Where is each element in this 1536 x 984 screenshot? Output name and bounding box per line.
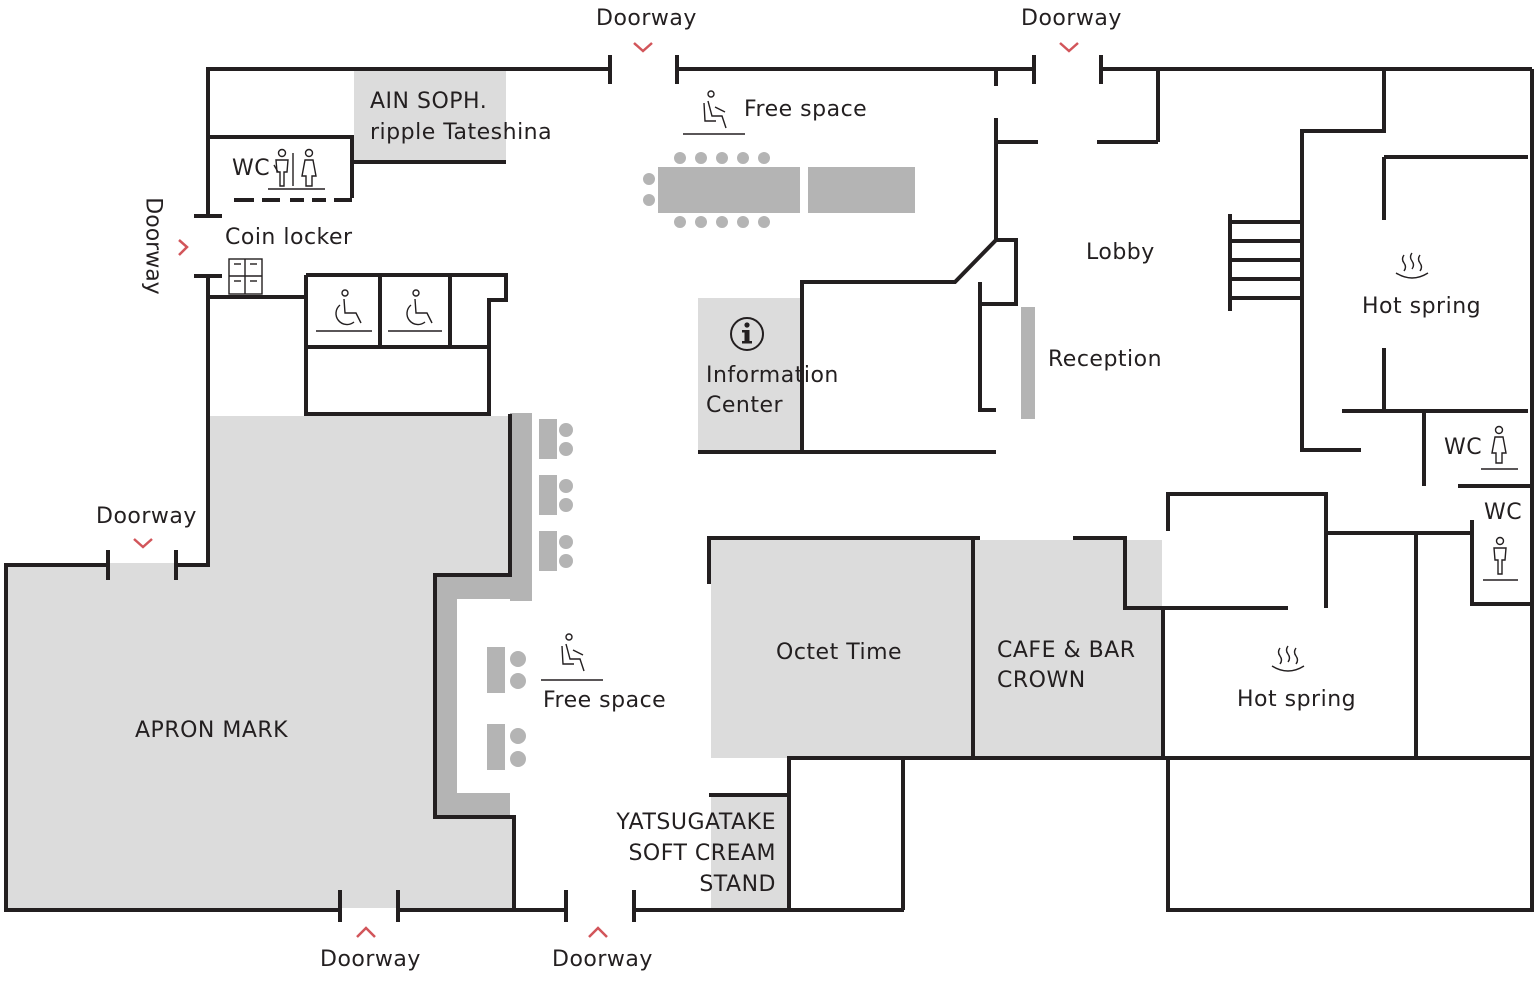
cafe-bar-label-line1: CAFE & BAR [997, 638, 1136, 663]
furniture [435, 152, 1035, 817]
soft-cream-stand-label-line2: SOFT CREAM [628, 841, 776, 866]
hot-spring-label-lower: Hot spring [1237, 687, 1357, 712]
hot-spring-icon [1271, 252, 1429, 672]
coin-locker-label: Coin locker [225, 225, 353, 250]
information-center-label-line1: Information [706, 363, 839, 388]
hot-spring-label-upper: Hot spring [1362, 294, 1482, 319]
octet-time-label: Octet Time [776, 640, 903, 665]
accessible-restroom-icon [316, 289, 442, 332]
cafe-bar-label-line2: CROWN [997, 668, 1086, 693]
soft-cream-stand-label-line1: YATSUGATAKE [616, 810, 776, 835]
information-icon [730, 317, 764, 351]
lobby-label: Lobby [1086, 240, 1155, 265]
restroom-icon [268, 148, 325, 190]
free-space-label-bottom: Free space [543, 688, 667, 713]
wc-label-right-upper: WC [1444, 435, 1483, 460]
doorway-label-bottom-center: Doorway [552, 947, 653, 972]
doorway-arrow-icon [133, 42, 1079, 938]
ain-soph-label-line2: ripple Tateshina [370, 120, 553, 145]
doorway-label-left-side: Doorway [140, 197, 166, 295]
reception-label: Reception [1048, 347, 1163, 372]
ain-soph-label-line1: AIN SOPH. [370, 89, 488, 114]
table-chairs [643, 152, 770, 228]
counter-seats [487, 419, 573, 770]
free-space-label-top: Free space [744, 97, 868, 122]
wc-label-right-lower: WC [1484, 500, 1523, 525]
soft-cream-stand-label-line3: STAND [699, 872, 776, 897]
doorway-label-bottom-left: Doorway [320, 947, 421, 972]
free-space-icon [541, 90, 745, 681]
information-center-label-line2: Center [706, 393, 784, 418]
doorway-label-top-right: Doorway [1021, 6, 1122, 31]
wc-label-upper-left: WC [232, 156, 271, 181]
coin-locker-icon [228, 258, 263, 295]
doorway-label-top-left: Doorway [596, 6, 697, 31]
walls [4, 55, 1534, 922]
restroom-icon [1481, 425, 1518, 581]
doorway-label-left-upper: Doorway [96, 504, 197, 529]
room-fills [6, 70, 1162, 908]
apron-mark-label: APRON MARK [135, 718, 289, 743]
